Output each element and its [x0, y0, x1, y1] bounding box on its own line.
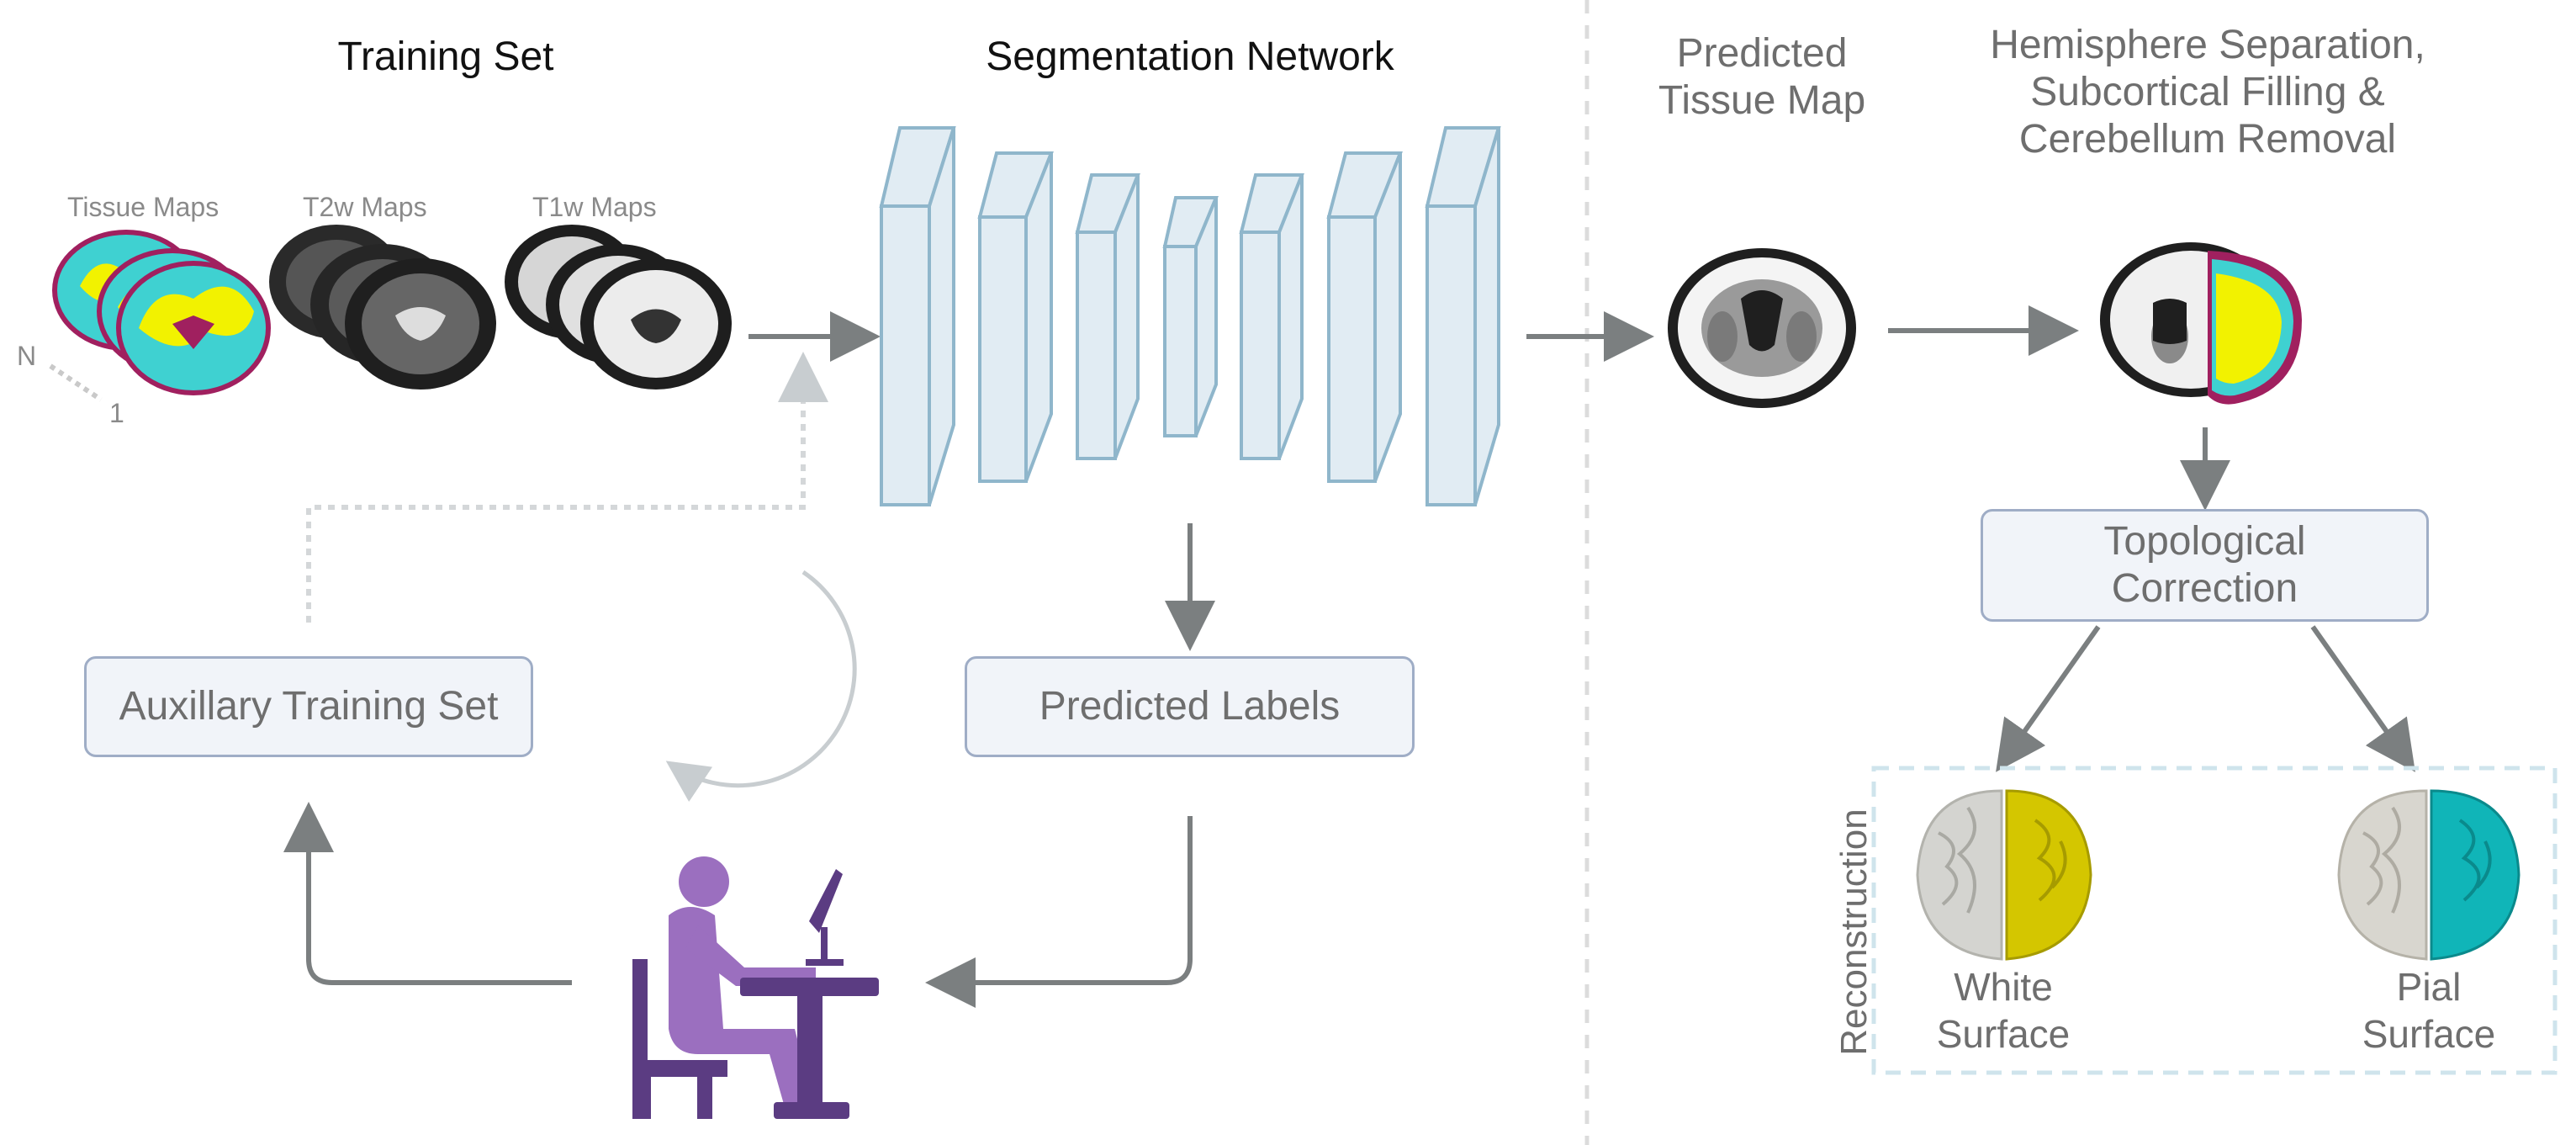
- processing-steps-title: Hemisphere Separation, Subcortical Filli…: [1990, 23, 2425, 162]
- t1w-maps-stack: [505, 225, 732, 390]
- predicted-tissue-brain: [1668, 248, 1856, 408]
- tissue-maps-stack: [52, 230, 271, 395]
- white-surface-label: White Surface: [1936, 965, 2071, 1056]
- arrow-topology-to-white: [1996, 625, 2101, 772]
- network-layers: [879, 126, 1501, 506]
- predicted-labels-box: Predicted Labels: [965, 656, 1415, 757]
- annotator-person-icon: [632, 856, 879, 1119]
- tissue-maps-label: Tissue Maps: [67, 192, 220, 222]
- stack-bottom-label: 1: [109, 398, 124, 428]
- t1w-maps-label: T1w Maps: [532, 192, 657, 222]
- training-set-title: Training Set: [337, 34, 554, 79]
- iteration-cycle-arrow: [665, 570, 857, 803]
- segmentation-network-title: Segmentation Network: [986, 34, 1394, 79]
- arrow-auxiliary-to-input: [306, 352, 828, 623]
- stack-depth-indicator: [49, 363, 103, 402]
- processed-hemisphere-brain: [2100, 242, 2302, 405]
- pial-surface-label: Pial Surface: [2362, 965, 2496, 1056]
- auxiliary-training-set-box: Auxillary Training Set: [84, 656, 533, 757]
- pial-surface-brain: [2337, 789, 2520, 961]
- t2w-maps-label: T2w Maps: [303, 192, 427, 222]
- reconstruction-panel: [1871, 766, 2557, 1075]
- arrow-topology-to-pial: [2310, 625, 2415, 772]
- arrow-labels-to-annotator: [925, 816, 1193, 1008]
- arrow-annotator-to-auxiliary: [283, 802, 572, 985]
- stack-top-label: N: [17, 341, 37, 371]
- topological-correction-box: Topological Correction: [1981, 509, 2429, 622]
- white-surface-brain: [1916, 789, 2092, 961]
- reconstruction-label: Reconstruction: [1833, 808, 1875, 1056]
- t2w-maps-stack: [269, 225, 496, 390]
- predicted-tissue-map-title: Predicted Tissue Map: [1658, 31, 1866, 123]
